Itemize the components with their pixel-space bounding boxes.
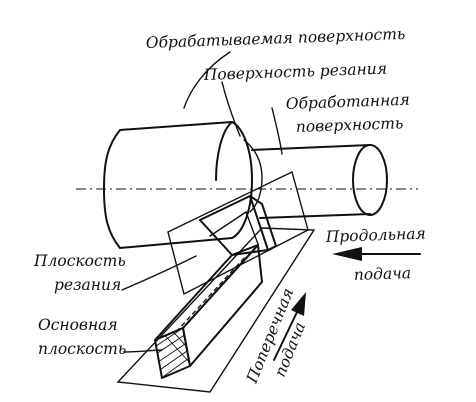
label-base-plane-line2: плоскость xyxy=(38,340,126,358)
workpiece-small-cylinder xyxy=(243,139,388,219)
cutting-tool xyxy=(154,195,277,379)
label-base-plane-line1: Основная xyxy=(38,316,118,334)
base-plane xyxy=(116,227,316,393)
label-longitudinal-feed-line2: подача xyxy=(354,264,412,284)
label-cutting-plane-line2: резания xyxy=(54,276,121,294)
longitudinal-feed-arrow xyxy=(332,247,421,261)
label-cutting-surface: Поверхность резания xyxy=(203,60,388,84)
label-machined-surface-line2: поверхность xyxy=(296,114,404,136)
label-machined-surface-line1: Обработанная xyxy=(286,91,411,113)
label-cutting-plane-line1: Плоскость xyxy=(33,252,126,270)
label-longitudinal-feed-line1: Продольная xyxy=(325,225,427,247)
leader-lines xyxy=(121,51,283,353)
label-machined-surface-to-be: Обрабатываемая поверхность xyxy=(146,25,406,52)
workpiece-large-cylinder xyxy=(103,121,253,249)
cross-feed-arrow xyxy=(273,292,306,361)
